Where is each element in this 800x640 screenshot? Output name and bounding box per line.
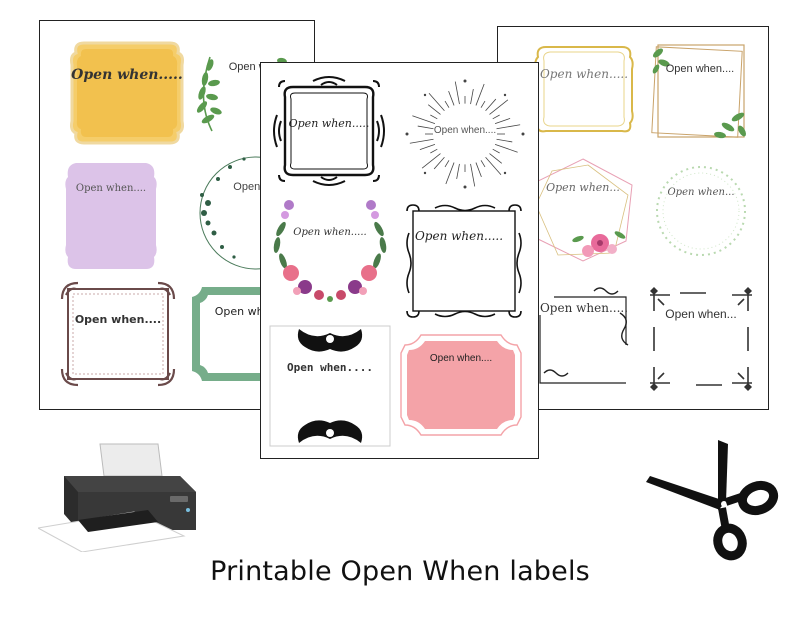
label-scroll-frame: Open when..... xyxy=(405,203,523,319)
label-green-dots: Open when... xyxy=(648,159,754,263)
label-text: Open when.... xyxy=(286,361,374,374)
label-text: Open when..... xyxy=(288,117,370,130)
right-sheet: Open when..... Open when.... xyxy=(497,26,769,410)
label-pink-geometric: Open when... xyxy=(528,155,638,265)
label-ornate-corners: Open when... xyxy=(646,287,756,391)
label-black-ornate: Open when..... xyxy=(273,75,385,187)
label-black-flourish: Open when..... xyxy=(534,285,634,389)
label-floral-wreath: Open when..... xyxy=(267,195,393,309)
label-text: Open when.... xyxy=(433,125,497,136)
label-text: Open when... xyxy=(667,187,735,198)
label-text: Open when... xyxy=(546,181,620,194)
label-gold-square: Open when.... xyxy=(650,39,750,143)
label-text: Open when.... xyxy=(665,63,735,75)
label-text: Open when..... xyxy=(539,67,629,81)
label-text: Open when..... xyxy=(71,67,183,83)
scissors-icon xyxy=(646,438,782,562)
center-sheet: Open when..... Open when.... xyxy=(260,62,539,459)
label-text: Open when.... xyxy=(74,313,162,326)
printer-icon xyxy=(36,440,200,553)
label-text: Open when..... xyxy=(539,301,629,315)
label-text: Open when..... xyxy=(293,227,367,238)
label-gold-frame: Open when..... xyxy=(532,43,636,135)
label-text: Open when..... xyxy=(414,229,504,243)
label-sunburst: Open when.... xyxy=(403,77,527,191)
label-text: Open when.... xyxy=(75,183,147,194)
label-ornate-dark: Open when.... xyxy=(60,281,176,387)
label-pink: Open when.... xyxy=(395,331,527,441)
label-damask: Open when.... xyxy=(269,325,391,447)
label-text: Open when... xyxy=(665,307,737,321)
label-lavender: Open when.... xyxy=(62,159,160,273)
page-caption: Printable Open When labels xyxy=(210,556,590,587)
label-yellow: Open when..... xyxy=(66,39,188,147)
label-text: Open when.... xyxy=(429,353,493,364)
